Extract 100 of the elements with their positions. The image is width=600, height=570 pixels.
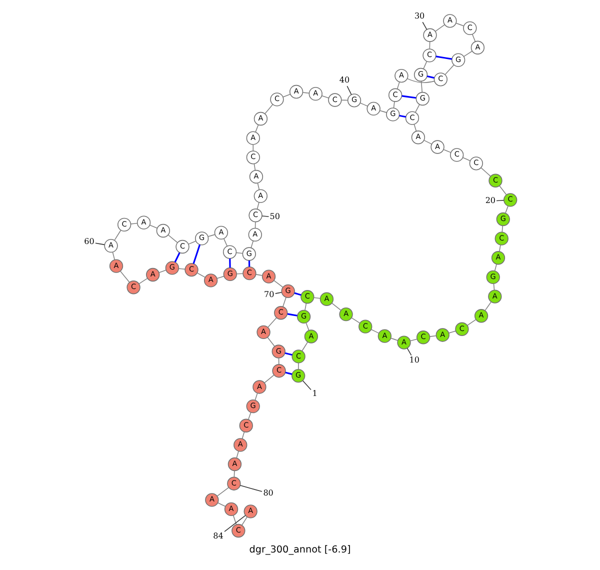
connector — [240, 484, 262, 492]
connector — [248, 260, 250, 267]
connector — [393, 101, 395, 108]
connector — [178, 268, 186, 270]
connector — [302, 380, 312, 390]
node-text: 30 — [414, 12, 425, 21]
connector — [254, 392, 258, 401]
connector — [298, 362, 299, 370]
connector — [302, 342, 308, 352]
connector — [236, 273, 244, 274]
node-circle: A — [136, 216, 151, 230]
node-circle: A — [488, 290, 502, 304]
node-circle: A — [474, 309, 488, 323]
connector — [114, 230, 122, 240]
connector — [436, 56, 452, 60]
connector — [480, 168, 492, 177]
connector — [414, 124, 417, 132]
connector — [331, 302, 342, 311]
connector — [426, 75, 434, 79]
node-circle: C — [434, 72, 448, 86]
connector — [456, 22, 464, 26]
connector — [196, 272, 206, 278]
node-text: 70 — [264, 290, 274, 299]
node-circle: A — [491, 251, 506, 265]
node-circle: C — [504, 193, 518, 207]
connector — [256, 202, 260, 210]
connector — [321, 95, 330, 98]
node-circle: A — [146, 268, 160, 282]
node-circle: C — [117, 218, 132, 232]
connector — [232, 515, 237, 525]
connector — [499, 185, 507, 196]
connector — [130, 222, 138, 224]
node-circle: A — [252, 380, 266, 394]
node-circle: A — [249, 170, 264, 184]
node-circle: G — [416, 92, 430, 106]
connector — [158, 270, 166, 273]
node-text: 20 — [485, 196, 496, 206]
node-circle: A — [289, 84, 304, 99]
connector — [255, 124, 259, 132]
node-circle: G — [195, 232, 209, 246]
node-circle: A — [308, 86, 322, 101]
node-circle: C — [388, 88, 402, 102]
node-circle: C — [488, 174, 502, 188]
connector — [314, 297, 321, 299]
node-circle: C — [463, 21, 477, 36]
node-circle: A — [109, 259, 124, 273]
node-circle: C — [248, 208, 262, 222]
connector — [502, 225, 504, 232]
connector — [208, 234, 216, 237]
connector — [422, 22, 428, 30]
node-circle: A — [254, 112, 268, 126]
node-circle: C — [422, 48, 436, 62]
node-circle: A — [224, 502, 238, 516]
node-circle: G — [486, 270, 500, 284]
node-text: 40 — [339, 76, 350, 85]
connector — [236, 252, 243, 254]
connector — [188, 240, 196, 245]
node-circle: G — [451, 53, 466, 67]
connector — [505, 206, 508, 214]
connector — [264, 104, 274, 114]
connector — [254, 164, 256, 171]
connector — [248, 412, 252, 420]
connector — [406, 78, 435, 83]
connector — [484, 302, 492, 311]
node-circle: A — [423, 28, 437, 42]
connector — [464, 50, 473, 57]
node-circle: A — [254, 189, 268, 203]
connector — [420, 81, 423, 93]
connector — [287, 313, 298, 316]
connector — [294, 292, 302, 296]
node-circle: C — [300, 290, 314, 304]
connector — [448, 330, 456, 334]
node-circle: C — [455, 322, 469, 336]
connector — [224, 515, 246, 532]
node-circle: C — [469, 156, 483, 170]
connector — [496, 200, 504, 202]
connector — [267, 336, 275, 347]
connector — [346, 86, 352, 95]
connector — [380, 110, 387, 113]
node-circle: A — [470, 40, 485, 54]
node-circle: C — [222, 245, 237, 259]
node-circle: C — [239, 418, 253, 432]
node-circle: A — [366, 102, 380, 116]
node-text: 80 — [263, 488, 274, 498]
node-circle: C — [242, 266, 256, 280]
node-circle: A — [246, 131, 260, 145]
connector — [414, 104, 420, 113]
node-circle: G — [242, 247, 256, 261]
connector — [434, 24, 445, 32]
node-circle: G — [281, 284, 295, 298]
node-circle: C — [176, 240, 190, 254]
connector — [284, 352, 292, 356]
connector — [360, 102, 368, 106]
connector — [216, 276, 224, 279]
caption: dgr_300_annot [-6.9] — [249, 544, 351, 556]
connector — [351, 317, 360, 324]
node-circle: A — [378, 329, 392, 343]
node-circle: A — [104, 238, 118, 253]
connector — [390, 338, 398, 341]
connector — [241, 516, 248, 526]
